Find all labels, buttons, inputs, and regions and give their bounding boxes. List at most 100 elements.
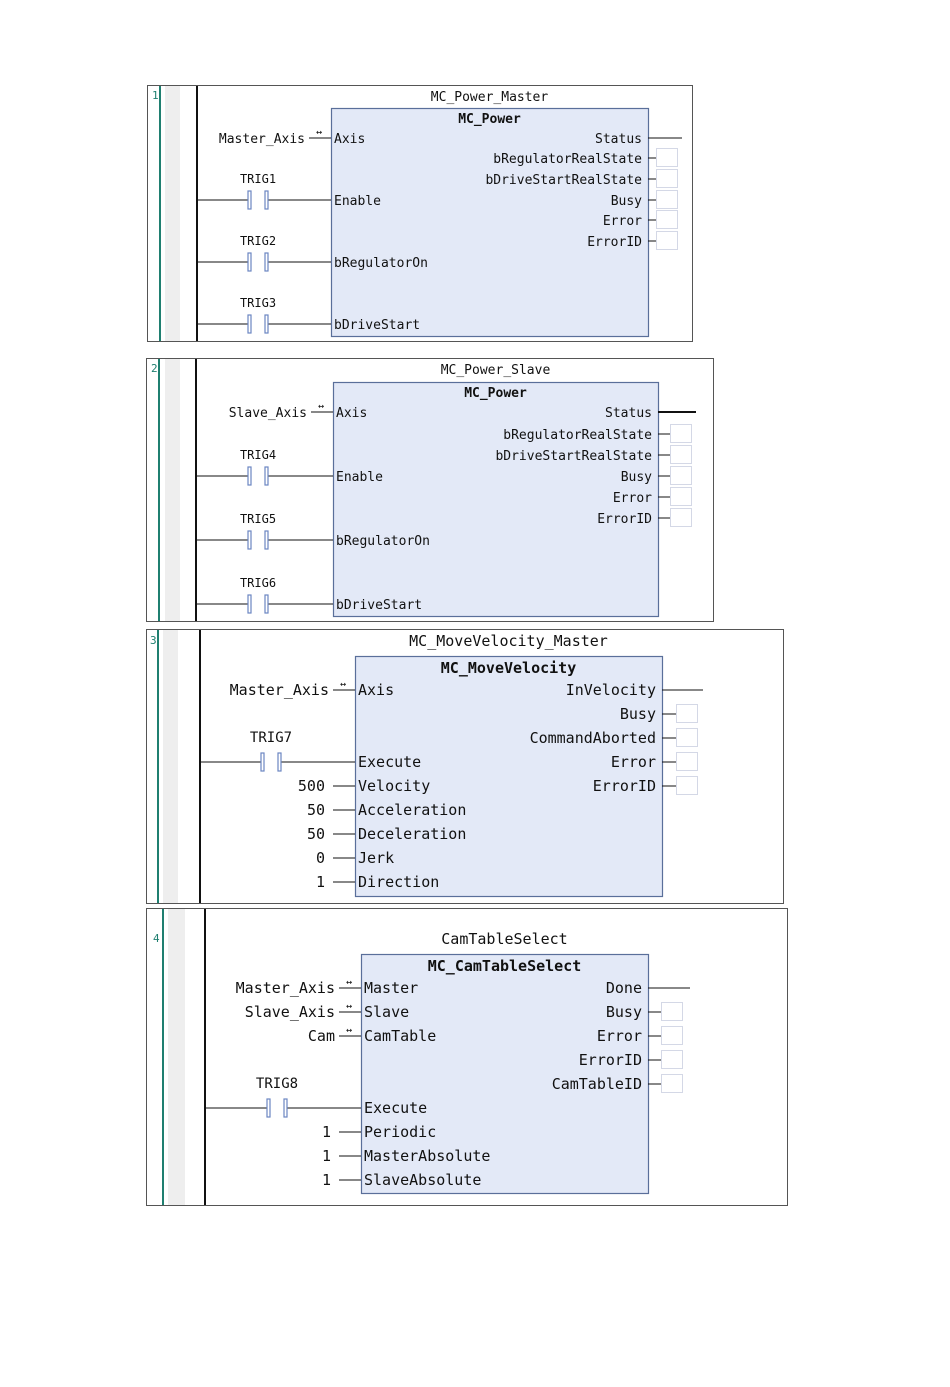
- empty-output-assignment[interactable]: [670, 487, 692, 506]
- input-variable[interactable]: Master_Axis: [230, 681, 329, 699]
- fb-type-name: MC_Power: [464, 386, 527, 401]
- input-pin-enable: Enable: [336, 470, 383, 485]
- empty-output-assignment[interactable]: [676, 704, 698, 723]
- output-pin-busy: Busy: [611, 194, 642, 209]
- empty-output-assignment[interactable]: [676, 776, 698, 795]
- empty-output-assignment[interactable]: [670, 424, 692, 443]
- contact-variable-label[interactable]: TRIG1: [240, 172, 276, 186]
- contact-trig4[interactable]: [247, 466, 269, 486]
- input-variable[interactable]: Master_Axis: [236, 979, 335, 997]
- output-pin-done: Done: [606, 979, 642, 997]
- input-pin-jerk: Jerk: [358, 849, 394, 867]
- input-constant[interactable]: 500: [298, 777, 325, 795]
- contact-variable-label[interactable]: TRIG3: [240, 296, 276, 310]
- empty-output-assignment[interactable]: [661, 1074, 683, 1093]
- function-block[interactable]: [332, 381, 660, 618]
- contact-variable-label[interactable]: TRIG7: [250, 730, 292, 746]
- input-pin-bregulatoron: bRegulatorOn: [336, 534, 430, 549]
- function-block[interactable]: [360, 953, 650, 1195]
- output-pin-camtableid: CamTableID: [552, 1075, 642, 1093]
- contact-variable-label[interactable]: TRIG2: [240, 234, 276, 248]
- input-constant[interactable]: 50: [307, 825, 325, 843]
- output-pin-error: Error: [603, 214, 642, 229]
- contact-trig8[interactable]: [266, 1098, 288, 1118]
- input-pin-masterabsolute: MasterAbsolute: [364, 1147, 490, 1165]
- empty-output-assignment[interactable]: [676, 728, 698, 747]
- empty-output-assignment[interactable]: [661, 1002, 683, 1021]
- input-constant[interactable]: 1: [316, 873, 325, 891]
- input-pin-axis: Axis: [358, 681, 394, 699]
- empty-output-assignment[interactable]: [656, 148, 678, 167]
- in-out-arrow-icon: ↔: [340, 679, 346, 690]
- in-out-arrow-icon: ↔: [346, 1001, 352, 1012]
- empty-output-assignment[interactable]: [656, 190, 678, 209]
- network-number[interactable]: 3: [150, 634, 157, 647]
- contact-trig5[interactable]: [247, 530, 269, 550]
- input-variable[interactable]: Slave_Axis: [245, 1003, 335, 1021]
- network-number[interactable]: 1: [152, 89, 159, 102]
- empty-output-assignment[interactable]: [670, 466, 692, 485]
- gutter-shade: [165, 359, 180, 621]
- empty-output-assignment[interactable]: [661, 1050, 683, 1069]
- contact-trig2[interactable]: [247, 252, 269, 272]
- output-pin-error: Error: [613, 491, 652, 506]
- output-pin-error: Error: [597, 1027, 642, 1045]
- empty-output-assignment[interactable]: [670, 445, 692, 464]
- input-pin-bregulatoron: bRegulatorOn: [334, 256, 428, 271]
- fb-instance-name[interactable]: MC_Power_Slave: [441, 363, 551, 378]
- contact-variable-label[interactable]: TRIG5: [240, 512, 276, 526]
- input-constant[interactable]: 1: [322, 1171, 331, 1189]
- output-pin-status: Status: [605, 406, 652, 421]
- input-pin-enable: Enable: [334, 194, 381, 209]
- fb-instance-name[interactable]: CamTableSelect: [441, 930, 567, 948]
- empty-output-assignment[interactable]: [656, 231, 678, 250]
- input-constant[interactable]: 0: [316, 849, 325, 867]
- empty-output-assignment[interactable]: [676, 752, 698, 771]
- input-pin-direction: Direction: [358, 873, 439, 891]
- output-pin-bregulatorrealstate: bRegulatorRealState: [503, 428, 652, 443]
- network-number[interactable]: 4: [153, 932, 160, 945]
- contact-variable-label[interactable]: TRIG4: [240, 448, 276, 462]
- contact-trig6[interactable]: [247, 594, 269, 614]
- network-number[interactable]: 2: [151, 362, 158, 375]
- input-pin-deceleration: Deceleration: [358, 825, 466, 843]
- fb-type-name: MC_CamTableSelect: [428, 957, 582, 975]
- empty-output-assignment[interactable]: [656, 210, 678, 229]
- contact-trig1[interactable]: [247, 190, 269, 210]
- function-block[interactable]: [330, 107, 650, 338]
- input-variable[interactable]: Slave_Axis: [229, 406, 307, 421]
- input-variable[interactable]: Cam: [308, 1027, 335, 1045]
- empty-output-assignment[interactable]: [661, 1026, 683, 1045]
- empty-output-assignment[interactable]: [670, 508, 692, 527]
- contact-trig7[interactable]: [260, 752, 282, 772]
- contact-trig3[interactable]: [247, 314, 269, 334]
- function-block[interactable]: [354, 655, 664, 898]
- in-out-arrow-icon: ↔: [318, 401, 324, 412]
- contact-variable-label[interactable]: TRIG6: [240, 576, 276, 590]
- input-constant[interactable]: 1: [322, 1147, 331, 1165]
- gutter-shade: [165, 86, 180, 341]
- output-pin-errorid: ErrorID: [579, 1051, 642, 1069]
- fb-instance-name[interactable]: MC_Power_Master: [431, 90, 549, 105]
- input-constant[interactable]: 50: [307, 801, 325, 819]
- contact-variable-label[interactable]: TRIG8: [256, 1076, 298, 1092]
- input-pin-camtable: CamTable: [364, 1027, 436, 1045]
- output-pin-errorid: ErrorID: [593, 777, 656, 795]
- output-pin-bdrivestartrealstate: bDriveStartRealState: [485, 173, 642, 188]
- empty-output-assignment[interactable]: [656, 169, 678, 188]
- output-pin-status: Status: [595, 132, 642, 147]
- input-variable[interactable]: Master_Axis: [219, 132, 305, 147]
- fb-instance-name[interactable]: MC_MoveVelocity_Master: [409, 632, 608, 650]
- gutter-shade: [163, 630, 178, 903]
- input-constant[interactable]: 1: [322, 1123, 331, 1141]
- input-pin-velocity: Velocity: [358, 777, 430, 795]
- output-pin-bdrivestartrealstate: bDriveStartRealState: [495, 449, 652, 464]
- in-out-arrow-icon: ↔: [346, 977, 352, 988]
- input-pin-master: Master: [364, 979, 418, 997]
- output-pin-invelocity: InVelocity: [566, 681, 656, 699]
